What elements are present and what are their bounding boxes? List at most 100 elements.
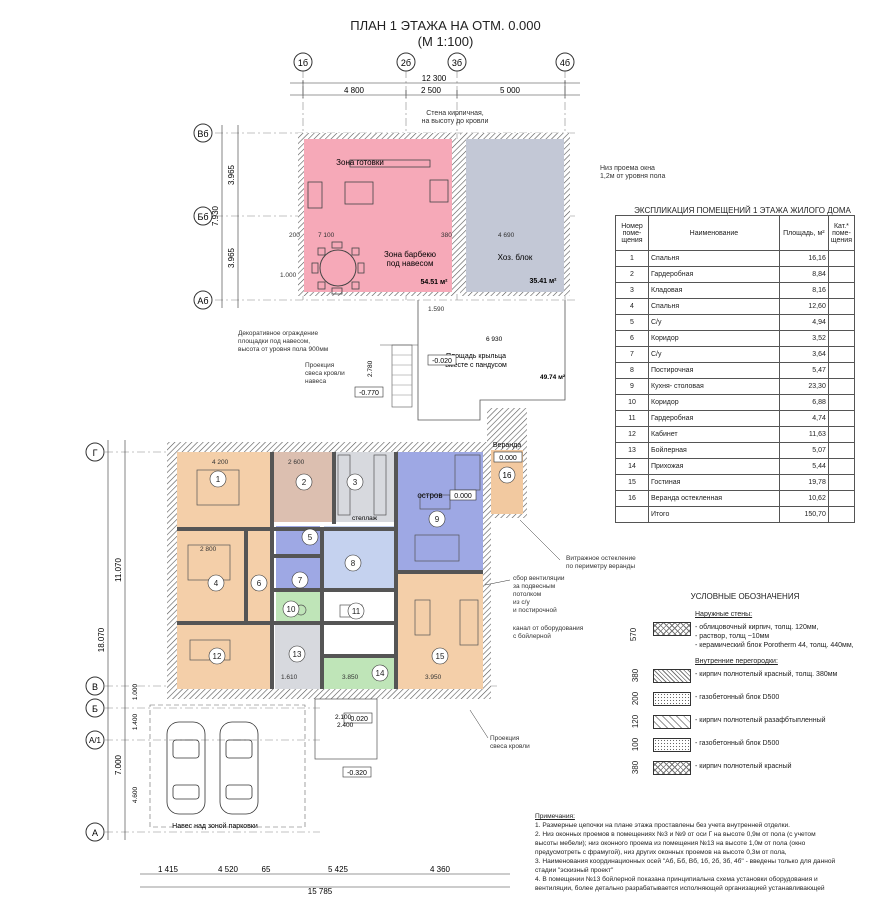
- axis-1b: 1б: [298, 58, 308, 68]
- room-area-cell: 11,63: [778, 426, 829, 443]
- note-line: 1. Размерные цепочки на плане этажа прос…: [535, 822, 791, 829]
- room-3-number: 3: [353, 478, 358, 487]
- axis-Bb: Бб: [197, 212, 208, 222]
- room-area-cell: 3,64: [778, 346, 829, 363]
- left-axis-markers-upper: Вб Бб Аб: [193, 123, 213, 310]
- room-number-cell: 4: [615, 298, 649, 315]
- room-area-cell: 23,30: [778, 378, 829, 395]
- dim-left-1000: 1.000: [132, 683, 139, 700]
- room-area-cell: 19,78: [778, 474, 829, 491]
- bbq-zone: [304, 139, 452, 292]
- legend-items: 380- кирпич полнотелый красный, толщ. 38…: [605, 667, 885, 782]
- room-10-number: 10: [287, 605, 296, 614]
- room-number-cell: 1: [615, 250, 649, 267]
- room-number-cell: 12: [615, 426, 649, 443]
- dim-2780: 2.780: [367, 360, 374, 377]
- room-number-cell: 10: [615, 394, 649, 411]
- room-name-cell: Кухня- столовая: [648, 378, 780, 395]
- room-number-cell: 2: [615, 266, 649, 283]
- wall-note: Стена кирпичная,на высоту до кровли: [422, 110, 489, 125]
- room-name-cell: Гостиная: [648, 474, 780, 491]
- level-veranda: 0.000: [499, 455, 517, 462]
- legend: УСЛОВНЫЕ ОБОЗНАЧЕНИЯ Наружные стены: 570…: [605, 592, 885, 782]
- note-line: предусмотреть с фрамугой), низ других ок…: [535, 849, 787, 856]
- axis-A: А: [92, 828, 98, 838]
- explication-header-area: Площадь, м²: [778, 215, 829, 251]
- level-kitchen: 0.000: [454, 493, 472, 500]
- room-number-cell: 11: [615, 410, 649, 427]
- room-area-cell: 12,60: [778, 298, 829, 315]
- dim-7100: 7 100: [318, 232, 335, 239]
- legend-item-text: - кирпич полнотелый разафбтыпленный: [695, 717, 826, 724]
- dim-bottom-1: 1 415: [158, 865, 179, 874]
- room-area-cell: 16,16: [778, 250, 829, 267]
- dim-left-1: 3.965: [227, 164, 236, 185]
- axis-V: В: [92, 682, 98, 692]
- bottom-dimensions: 1 415 4 520 65 5 425 4 360 15 785: [140, 865, 510, 896]
- room-number-cell: 6: [615, 330, 649, 347]
- room-6-number: 6: [257, 579, 262, 588]
- room-area-cell: 5,44: [778, 458, 829, 475]
- room-category-cell: [827, 426, 856, 443]
- room-9-number: 9: [435, 515, 440, 524]
- left-dimensions-upper: 3.965 7.930 3.965: [211, 125, 239, 308]
- dim-left-big: 18.070: [97, 627, 106, 652]
- room-12-number: 12: [213, 652, 222, 661]
- room-number-cell: 3: [615, 282, 649, 299]
- entrance-and-parking: -0.020 -0.320 Навес над зоной парковки 2…: [149, 698, 378, 830]
- legend-item-swatch: [653, 738, 691, 752]
- room-5-number: 5: [308, 533, 313, 542]
- room-name-cell: Спальня: [648, 250, 780, 267]
- legend-item: 380- кирпич полнотелый красный: [605, 759, 885, 782]
- room-4-number: 4: [214, 579, 219, 588]
- total-spacer: [615, 506, 649, 523]
- plan-title-line1: ПЛАН 1 ЭТАЖА НА ОТМ. 0.000: [350, 18, 541, 33]
- dim-380a: 380: [441, 232, 452, 239]
- dim-1000: 1.000: [280, 272, 297, 279]
- dim-left-lower: 7.000: [114, 754, 123, 775]
- axis-Vb: Вб: [197, 129, 208, 139]
- legend-item-text: - газобетонный блок D500: [695, 740, 780, 747]
- dim-bottom-3: 65: [262, 865, 271, 874]
- room-15-number: 15: [436, 652, 445, 661]
- level-porch: -0.020: [432, 358, 452, 365]
- room-15: [398, 574, 483, 689]
- veranda-block: Веранда 0.000 16: [487, 408, 527, 518]
- room-name-cell: Спальня: [648, 298, 780, 315]
- shelf-label: стеллаж: [352, 515, 378, 522]
- note-line: высоты мебели); низ оконного проема из п…: [535, 840, 806, 847]
- room-category-cell: [827, 410, 856, 427]
- room-name-cell: Веранда остекленная: [648, 490, 780, 507]
- room-area-cell: 8,16: [778, 282, 829, 299]
- dim-1610: 1.610: [281, 674, 298, 681]
- legend-item-text: - кирпич полнотелый красный, толщ. 380мм: [695, 671, 838, 678]
- bbq-area: 54.51 м²: [421, 279, 449, 286]
- room-1-number: 1: [216, 475, 221, 484]
- dim-top-3: 5 000: [500, 86, 521, 95]
- dim-top-2: 2 500: [421, 86, 442, 95]
- room-name-cell: Постирочная: [648, 362, 780, 379]
- dim-top-total: 12 300: [422, 74, 447, 83]
- room-13-number: 13: [293, 650, 302, 659]
- room-category-cell: [827, 394, 856, 411]
- room-category-cell: [827, 298, 856, 315]
- cooking-zone-label: Зона готовки: [336, 158, 384, 167]
- legend-item: 380- кирпич полнотелый красный, толщ. 38…: [605, 667, 885, 690]
- notes-lines: 1. Размерные цепочки на плане этажа прос…: [535, 821, 880, 893]
- top-axis-markers: 1б 2б 3б 4б: [293, 52, 575, 72]
- room-name-cell: Гардеробная: [648, 410, 780, 427]
- level-parking: -0.320: [347, 770, 367, 777]
- room-category-cell: [827, 330, 856, 347]
- left-axis-markers-lower: Г В Б А/1 А: [85, 442, 105, 842]
